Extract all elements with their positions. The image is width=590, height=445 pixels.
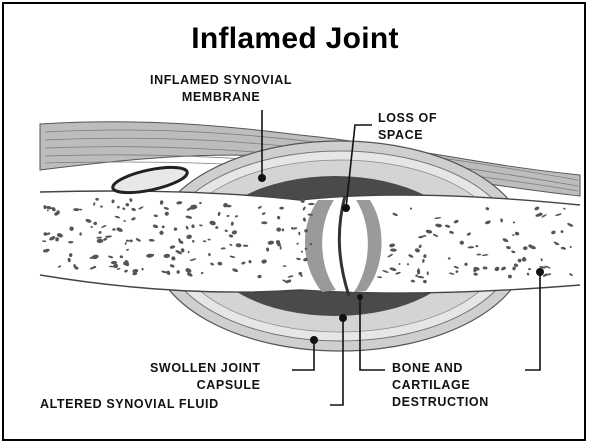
label-inflamed-synovial-membrane: INFLAMED SYNOVIAL MEMBRANE (150, 72, 292, 106)
bone-speckle (44, 232, 48, 235)
label-swollen-joint-capsule: SWOLLEN JOINT CAPSULE (150, 360, 261, 394)
bone-speckle (283, 265, 287, 267)
bone-speckle (120, 255, 123, 258)
label-bone-and-cartilage-destruction: BONE AND CARTILAGE DESTRUCTION (392, 360, 489, 411)
label-loss-of-space: LOSS OF SPACE (378, 110, 437, 144)
bone-speckle (191, 224, 194, 228)
label-altered-synovial-fluid: ALTERED SYNOVIAL FLUID (40, 396, 219, 413)
page-title: Inflamed Joint (0, 22, 590, 56)
